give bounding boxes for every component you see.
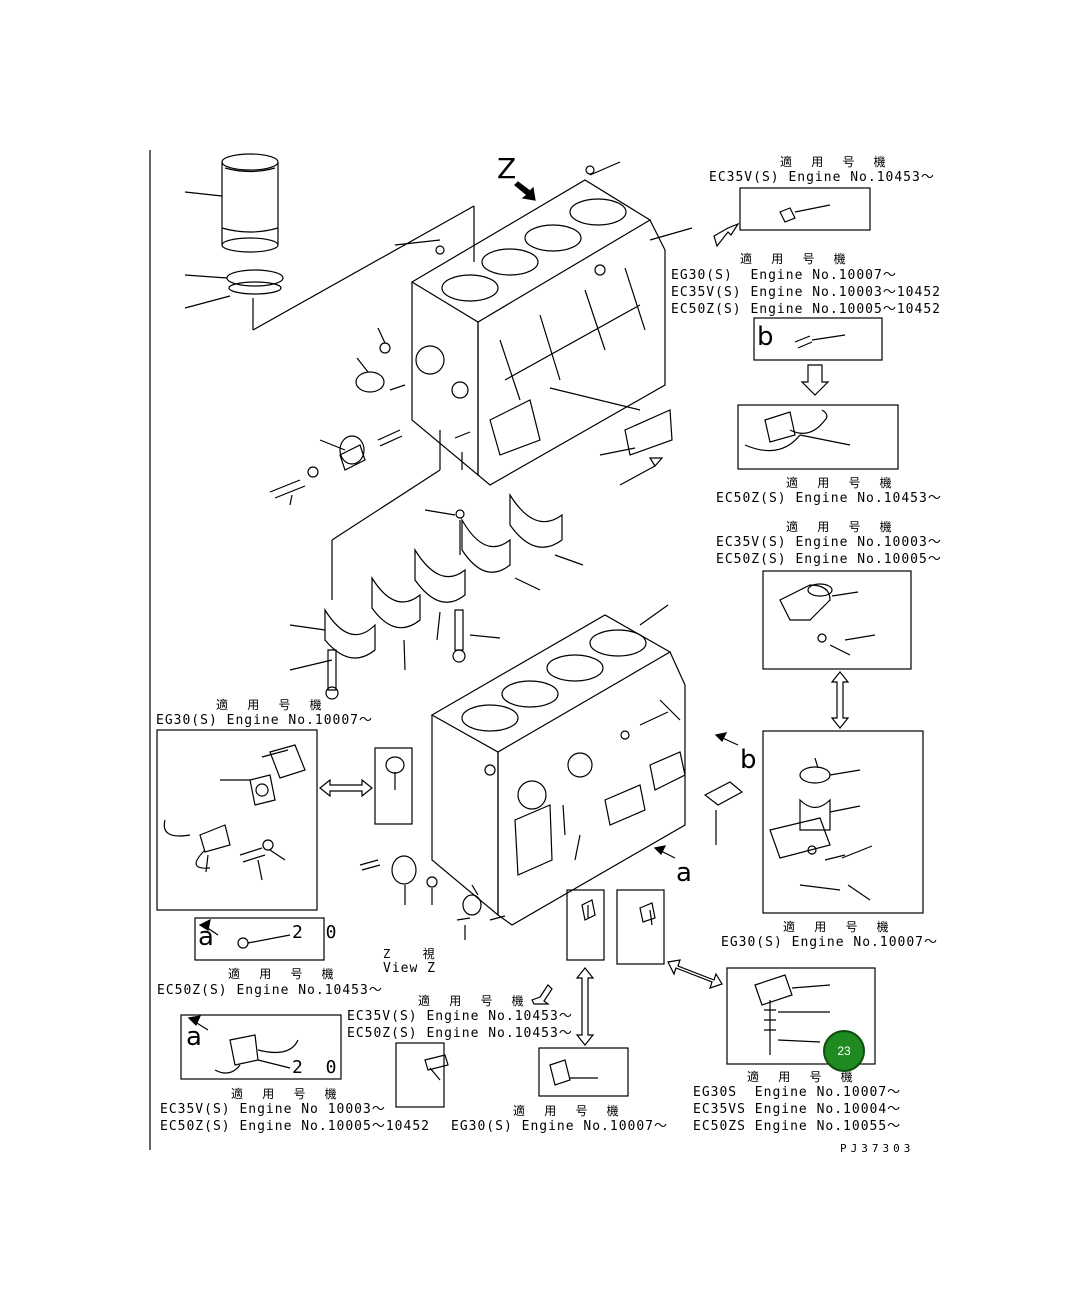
connector-arrows bbox=[319, 222, 850, 1046]
callout-20-b: 2 0 bbox=[292, 1057, 343, 1078]
view-letter-z: Z bbox=[497, 152, 517, 185]
view-z-caption-jp: Z 視 bbox=[383, 947, 441, 961]
note-header: 適 用 号 機 bbox=[418, 994, 530, 1008]
note-header: 適 用 号 機 bbox=[786, 476, 898, 490]
detail-boxes bbox=[156, 187, 924, 1108]
callout-b-block: b bbox=[740, 745, 757, 775]
note-line: EC50ZS Engine No.10055～ bbox=[693, 1119, 902, 1134]
callout-a-box: a bbox=[198, 922, 214, 952]
note-line: EG30(S) Engine No.10007～ bbox=[671, 268, 897, 283]
reference-code: PJ37303 bbox=[840, 1142, 915, 1155]
cylinder-block-lower bbox=[430, 614, 686, 926]
cylinder-liner bbox=[221, 153, 279, 253]
part-number-badge[interactable]: 23 bbox=[823, 1030, 865, 1072]
note-line: EC50Z(S) Engine No.10005～10452 bbox=[671, 302, 941, 317]
note-line: EG30(S) Engine No.10007～ bbox=[451, 1119, 669, 1134]
note-line: EC35V(S) Engine No.10003～10452 bbox=[671, 285, 941, 300]
note-header: 適 用 号 機 bbox=[783, 920, 895, 934]
note-header: 適 用 号 機 bbox=[747, 1070, 859, 1084]
note-line: EC35VS Engine No.10004～ bbox=[693, 1102, 902, 1117]
view-arrow bbox=[514, 181, 536, 201]
callout-a-box2: a bbox=[186, 1022, 202, 1052]
note-line: EC50Z(S) Engine No.10453～ bbox=[157, 983, 383, 998]
note-header: 適 用 号 機 bbox=[786, 520, 898, 534]
note-header: 適 用 号 機 bbox=[216, 698, 328, 712]
liner-o-rings bbox=[226, 269, 284, 295]
note-line: EC50Z(S) Engine No.10005～ bbox=[716, 552, 942, 567]
note-header: 適 用 号 機 bbox=[740, 252, 852, 266]
note-line: EC35V(S) Engine No.10453～ bbox=[347, 1009, 573, 1024]
note-header: 適 用 号 機 bbox=[231, 1087, 343, 1101]
gasket-small bbox=[703, 781, 744, 806]
callout-20-a: 2 0 bbox=[292, 922, 343, 943]
note-line: EC50Z(S) Engine No.10453～ bbox=[347, 1026, 573, 1041]
callout-a-block: a bbox=[676, 858, 692, 888]
note-header: 適 用 号 機 bbox=[228, 967, 340, 981]
note-line: EC35V(S) Engine No.10003～ bbox=[716, 535, 942, 550]
note-header: 適 用 号 機 bbox=[513, 1104, 625, 1118]
note-line: EG30(S) Engine No.10007～ bbox=[156, 713, 374, 728]
cylinder-block-upper bbox=[410, 165, 673, 486]
note-line: EG30(S) Engine No.10007～ bbox=[721, 935, 939, 950]
note-line: EC35V(S) Engine No 10003～ bbox=[160, 1102, 386, 1117]
note-line: EC35V(S) Engine No.10453～ bbox=[709, 170, 935, 185]
main-bearing-caps bbox=[324, 492, 563, 659]
note-line: EC50Z(S) Engine No.10453～ bbox=[716, 491, 942, 506]
view-z-caption-en: View Z bbox=[383, 961, 436, 976]
note-line: EG30S Engine No.10007～ bbox=[693, 1085, 902, 1100]
note-line: EC50Z(S) Engine No.10005～10452 bbox=[160, 1119, 430, 1134]
callout-b-box: b bbox=[757, 322, 774, 352]
note-header: 適 用 号 機 bbox=[780, 155, 892, 169]
